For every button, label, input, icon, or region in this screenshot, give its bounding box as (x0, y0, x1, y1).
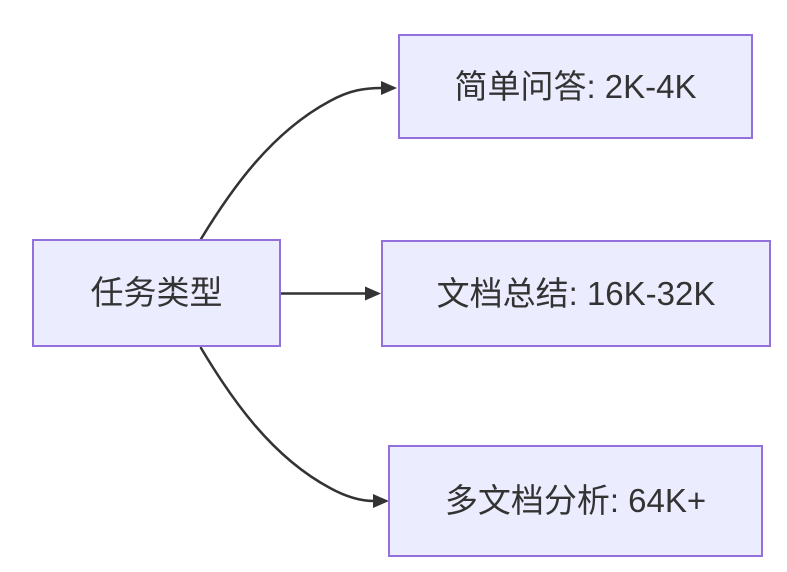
edge-root-to-simple-qa (199, 81, 397, 241)
edge-root-to-multi-doc (199, 346, 389, 508)
node-multi-doc-label: 多文档分析: 64K+ (444, 482, 707, 520)
node-doc-summary: 文档总结: 16K-32K (381, 240, 771, 347)
node-multi-doc: 多文档分析: 64K+ (388, 445, 763, 557)
node-simple-qa: 简单问答: 2K-4K (398, 34, 753, 139)
node-doc-summary-label: 文档总结: 16K-32K (436, 274, 716, 312)
node-simple-qa-label: 简单问答: 2K-4K (454, 67, 697, 105)
node-task-type-label: 任务类型 (90, 274, 223, 312)
node-task-type: 任务类型 (32, 239, 281, 347)
